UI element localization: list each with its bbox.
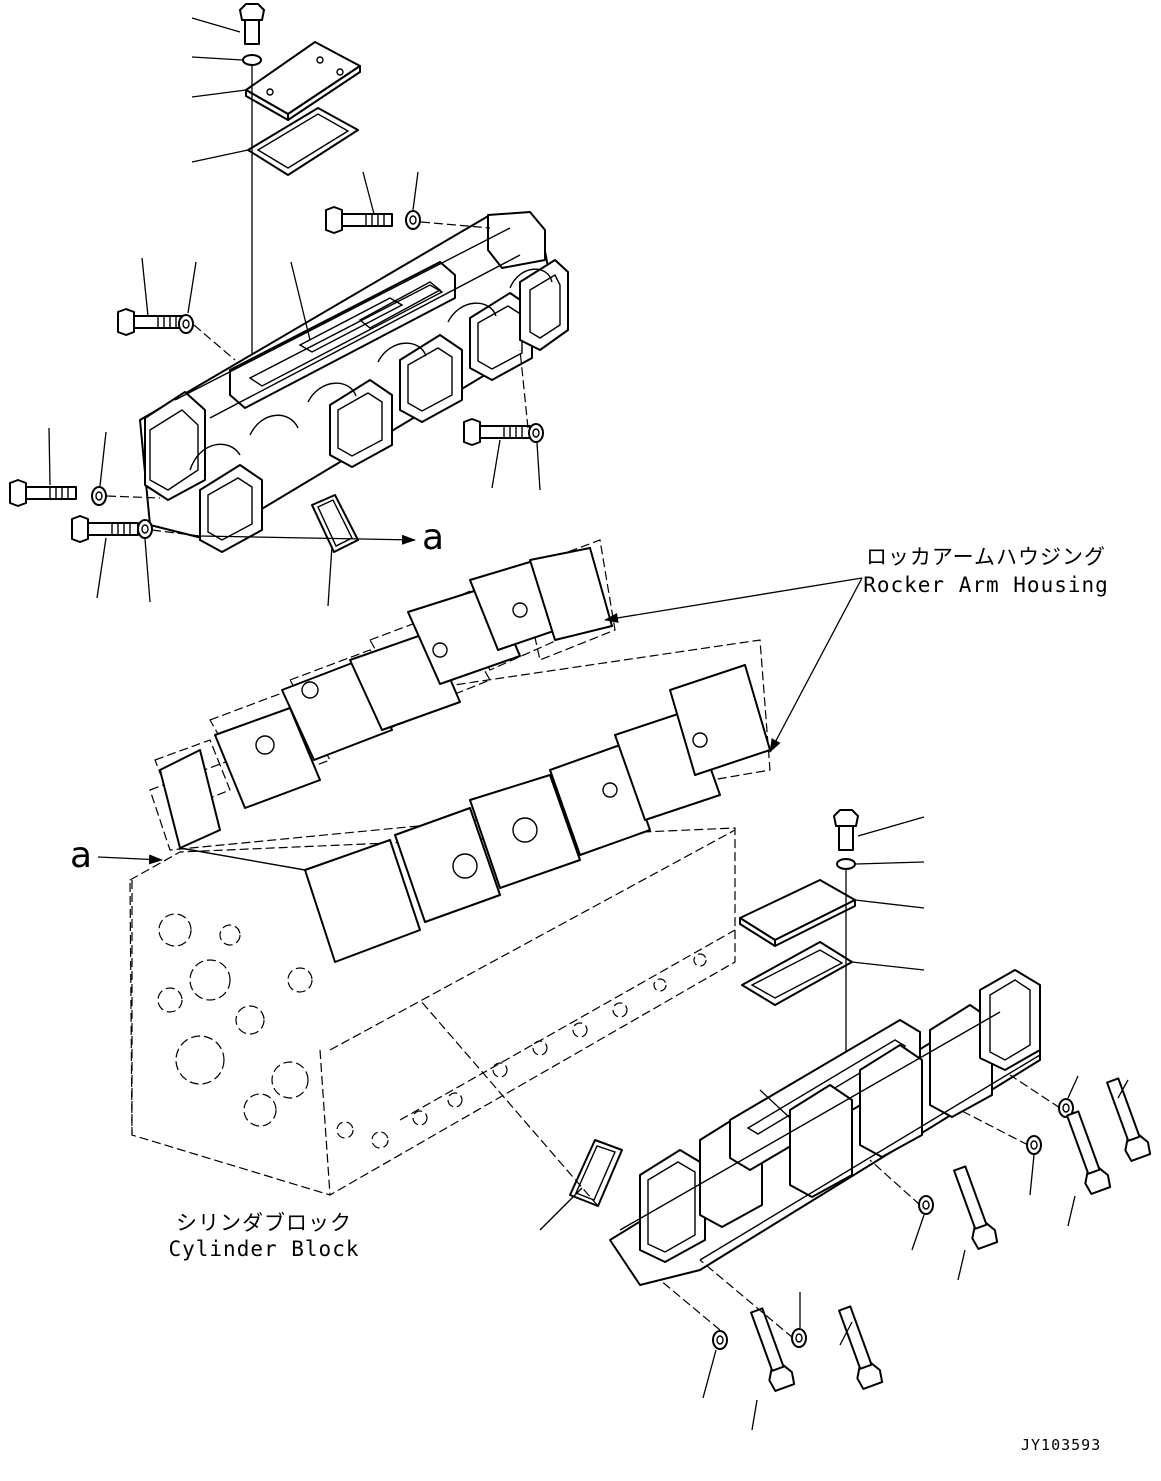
lower-cover-assembly (739, 809, 925, 1090)
cylinder-block-label-en: Cylinder Block (168, 1237, 360, 1261)
rocker-arm-housing-lower (609, 969, 1041, 1286)
rocker-arm-housing-upper (139, 211, 569, 553)
drawing-code: JY103593 (1021, 1436, 1102, 1454)
port-gasket (311, 494, 359, 553)
cylinder-block-label-jp: シリンダブロック (176, 1211, 352, 1235)
top-cover-assembly (191, 3, 361, 365)
rocker-arm-housing-label-en: Rocker Arm Housing (863, 573, 1109, 597)
cover-bolt-lower (833, 809, 859, 851)
cover-gasket (247, 107, 359, 176)
cover-bolt-top (239, 3, 265, 45)
cylinder-block (129, 827, 736, 1196)
rocker-arm-housing-label-jp: ロッカアームハウジング (865, 545, 1107, 569)
cover-gasket (741, 941, 853, 1006)
washer (836, 858, 856, 870)
lower-leaders (419, 999, 1129, 1431)
reference-mark-a-top: a (422, 517, 445, 558)
reference-mark-a-left: a (70, 835, 93, 876)
port-gasket (569, 1139, 623, 1207)
upper-leaders (48, 171, 541, 607)
washer (242, 54, 262, 66)
callout-arrows (97, 577, 863, 865)
cylinder-heads (149, 539, 771, 963)
